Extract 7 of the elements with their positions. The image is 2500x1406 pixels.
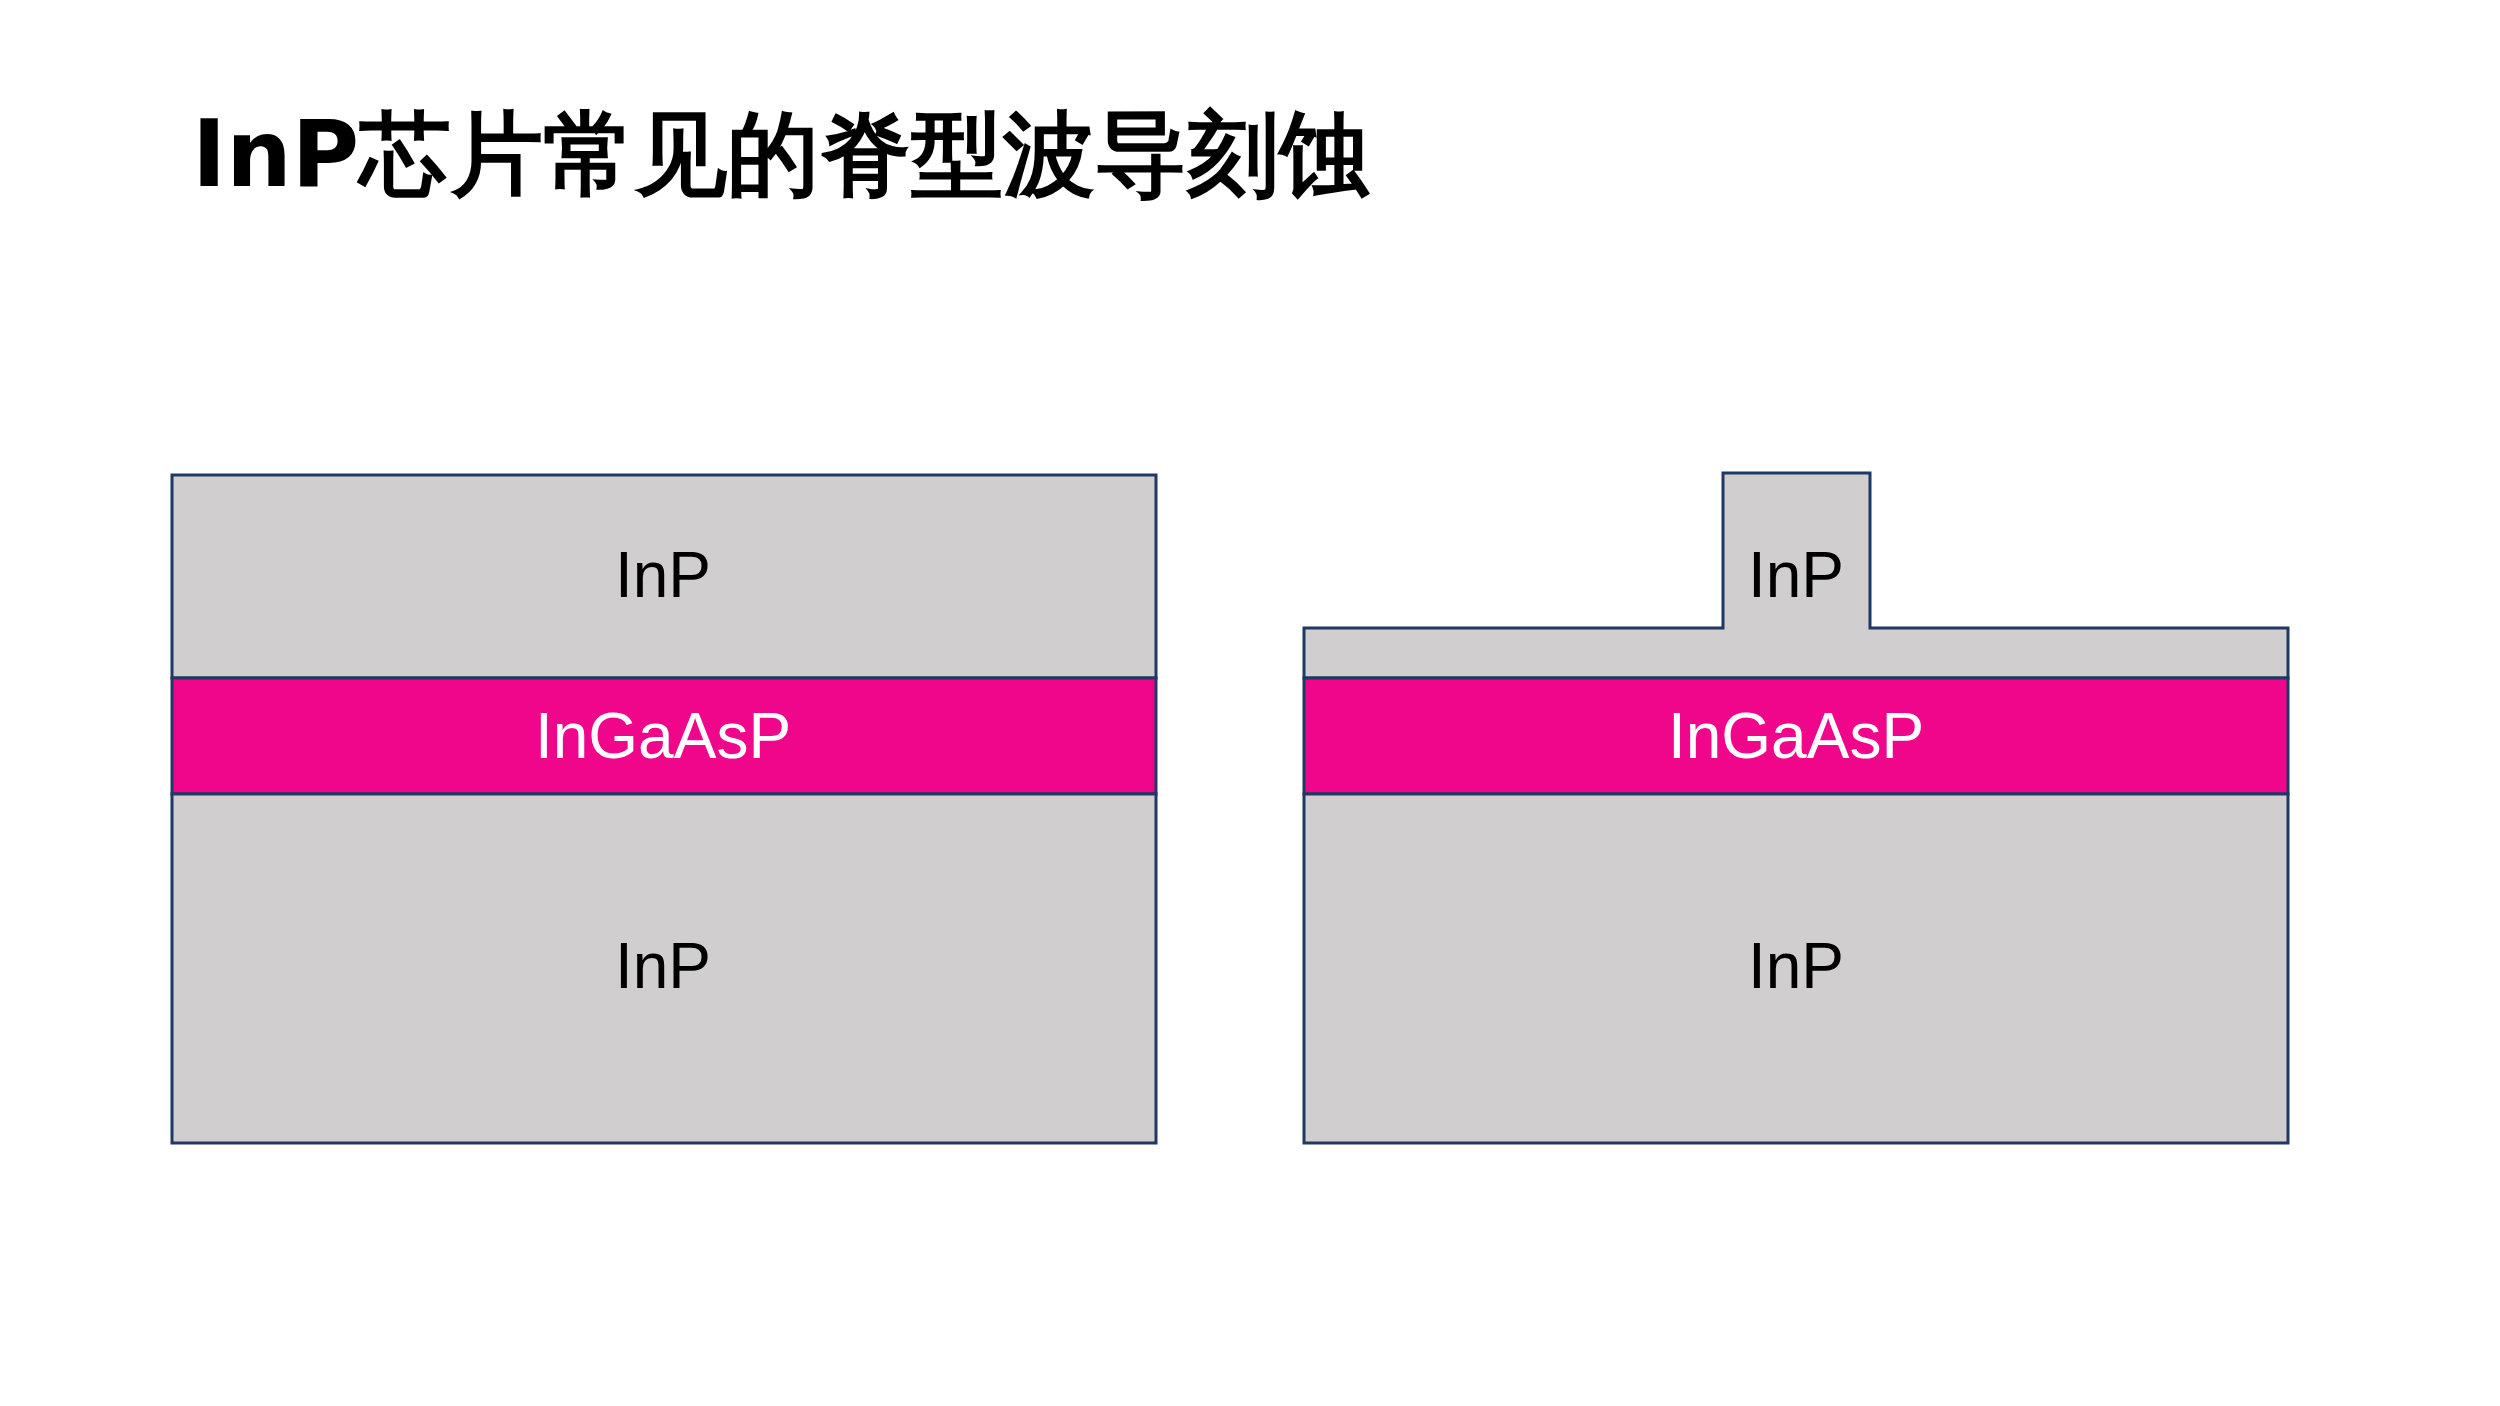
layer-label: InP xyxy=(614,929,712,1003)
layer-label: InP xyxy=(1747,929,1845,1003)
title: InP芯片常见的脊型波导刻蚀 xyxy=(192,100,1372,210)
layer-label: InP xyxy=(1747,538,1845,612)
layer-label: InP xyxy=(614,538,712,612)
layer-label: InGaAsP xyxy=(1667,699,1925,773)
layer-label: InGaAsP xyxy=(534,699,792,773)
